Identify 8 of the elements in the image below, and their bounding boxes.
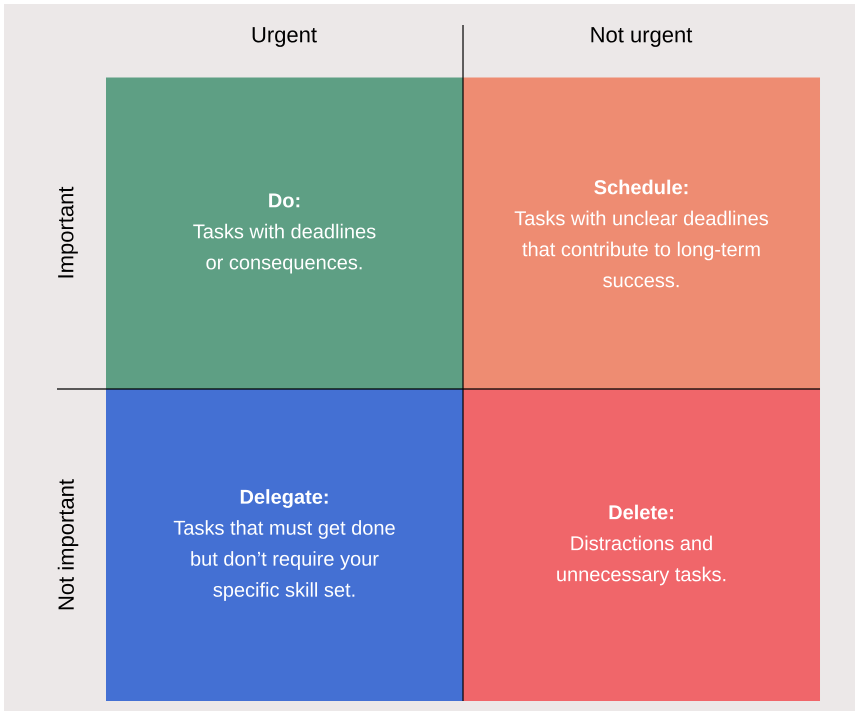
quadrant-box: Delegate: Tasks that must get done but don’t require your specific skill set. [106,389,463,701]
row-heading: Not important [58,479,78,610]
column-heading: Urgent [252,27,317,47]
column-heading: Not urgent [591,27,692,47]
quadrant-box: Schedule: Tasks with unclear deadlines that contribute to long-term success. [463,78,820,390]
quadrant-box: Delete: Distractions and unnecessary tasks. [463,389,820,701]
row-heading: Important [58,186,78,278]
quadrant-box: Do: Tasks with deadlines or consequences. [106,78,463,390]
